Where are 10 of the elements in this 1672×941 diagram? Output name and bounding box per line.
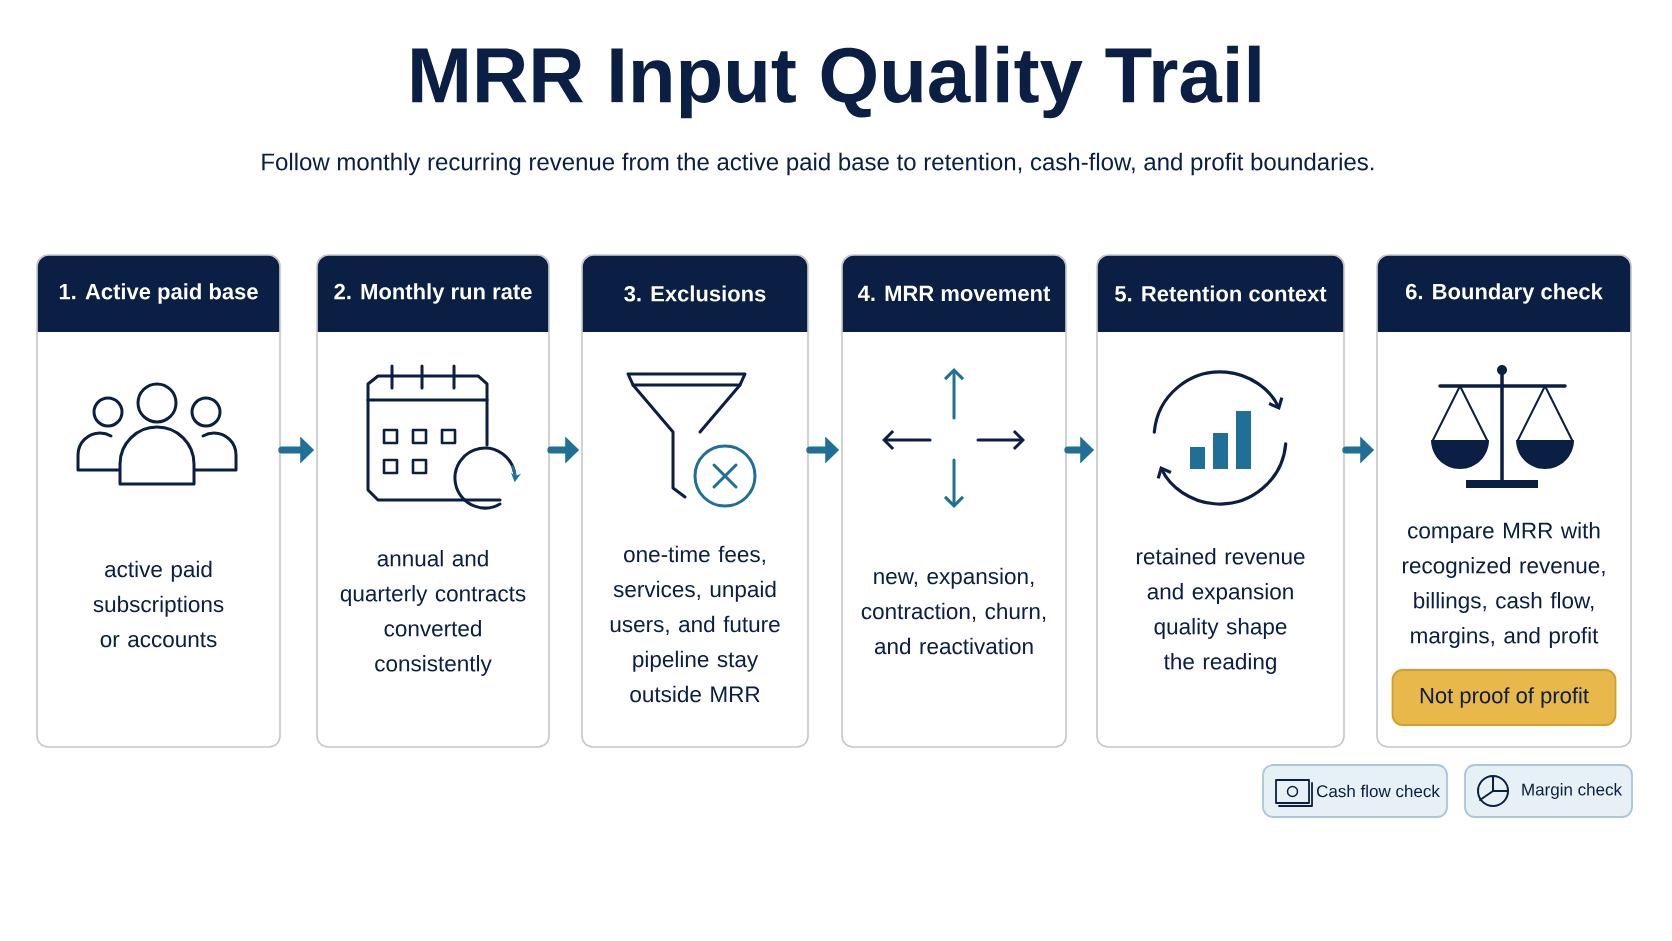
check-pill: Margin check <box>1464 764 1633 818</box>
step-card: 1. Active paid base active paid subscriptions or accounts <box>36 254 281 748</box>
step-card: 3. Exclusions one-time fees, services, unpaid users, and future pipeline stay outside MRR <box>581 254 809 748</box>
step-card: 2. Monthly run rate annual and quarterly contracts converted consistently <box>316 254 550 748</box>
step-card: 4. MRR movement new, expansion, contraction, churn, and reactivation <box>841 254 1067 748</box>
check-pill: Cash flow check <box>1262 764 1448 818</box>
title: MRR Input Quality Trail <box>412 45 1260 119</box>
warning-badge: Not proof of profit <box>1391 669 1617 726</box>
subtitle: Follow monthly recurring revenue from the active paid base to retention, cash-flow, and profit boundaries. <box>262 152 1374 176</box>
step-card: 5. Retention context retained revenue and expansion quality shape the reading <box>1096 254 1345 748</box>
